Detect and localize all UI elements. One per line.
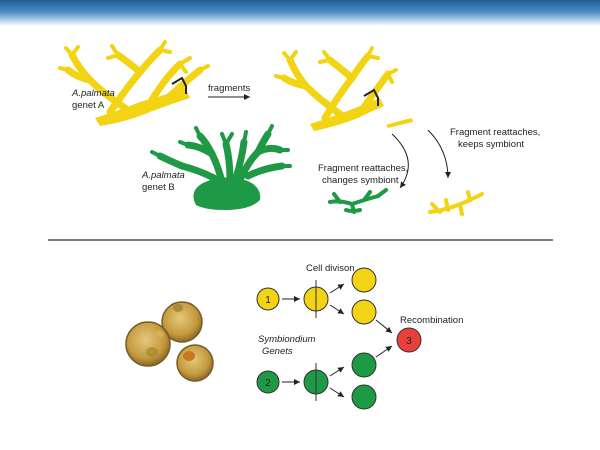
daughter-cell-yellow-2 bbox=[351, 299, 377, 325]
reattached-fragment-yellow bbox=[428, 190, 484, 216]
arrow-green-up bbox=[329, 366, 345, 377]
arrow-yellow-to-recombinant bbox=[375, 319, 393, 334]
daughter-cell-yellow-1 bbox=[351, 267, 377, 293]
genet-a-name: genet A bbox=[72, 100, 105, 111]
genet-b-name: genet B bbox=[142, 182, 175, 193]
genet-2-number: 2 bbox=[265, 378, 271, 389]
arrow-yellow-down bbox=[329, 304, 345, 315]
recombination-label: Recombination bbox=[400, 315, 463, 326]
genets-label-line1: Symbiondium bbox=[258, 334, 316, 345]
fragments-label: fragments bbox=[208, 83, 250, 94]
arrow-green-down bbox=[329, 387, 345, 398]
changes-label-line2: changes symbiont bbox=[322, 175, 399, 186]
symbiodinium-micrograph bbox=[125, 301, 214, 382]
coral-genet-a-fragmented bbox=[274, 46, 398, 131]
genet-1-number: 1 bbox=[265, 295, 271, 306]
arrow-keeps-symbiont bbox=[427, 129, 451, 179]
recombinant-cell bbox=[396, 327, 422, 353]
genet-1-cell bbox=[256, 287, 280, 311]
header-gradient-bar bbox=[0, 0, 600, 26]
daughter-cell-green-1 bbox=[351, 352, 377, 378]
daughter-cell-green-2 bbox=[351, 384, 377, 410]
genets-label-line2: Genets bbox=[262, 346, 293, 357]
loose-fragment bbox=[386, 118, 413, 128]
coral-genet-a bbox=[58, 40, 210, 126]
keeps-label-line2: keeps symbiont bbox=[458, 139, 524, 150]
genet-b-species: A.palmata bbox=[141, 170, 185, 181]
recombinant-number: 3 bbox=[406, 336, 412, 347]
cut-mark-a bbox=[171, 76, 187, 94]
genet-2-cell bbox=[256, 370, 280, 394]
changes-label-line1: Fragment reattaches, bbox=[318, 163, 408, 174]
keeps-label-line1: Fragment reattaches, bbox=[450, 127, 540, 138]
cell-division-label: Cell divison bbox=[306, 263, 355, 274]
coral-genet-b bbox=[150, 124, 292, 210]
genet-a-species: A.palmata bbox=[71, 88, 115, 99]
arrow-yellow-up bbox=[329, 283, 345, 294]
reattached-fragment-green bbox=[328, 188, 388, 214]
arrow-green-to-recombinant bbox=[375, 345, 393, 358]
cut-mark-a-fragmented bbox=[363, 88, 379, 106]
arrow-changes-symbiont bbox=[391, 133, 409, 189]
